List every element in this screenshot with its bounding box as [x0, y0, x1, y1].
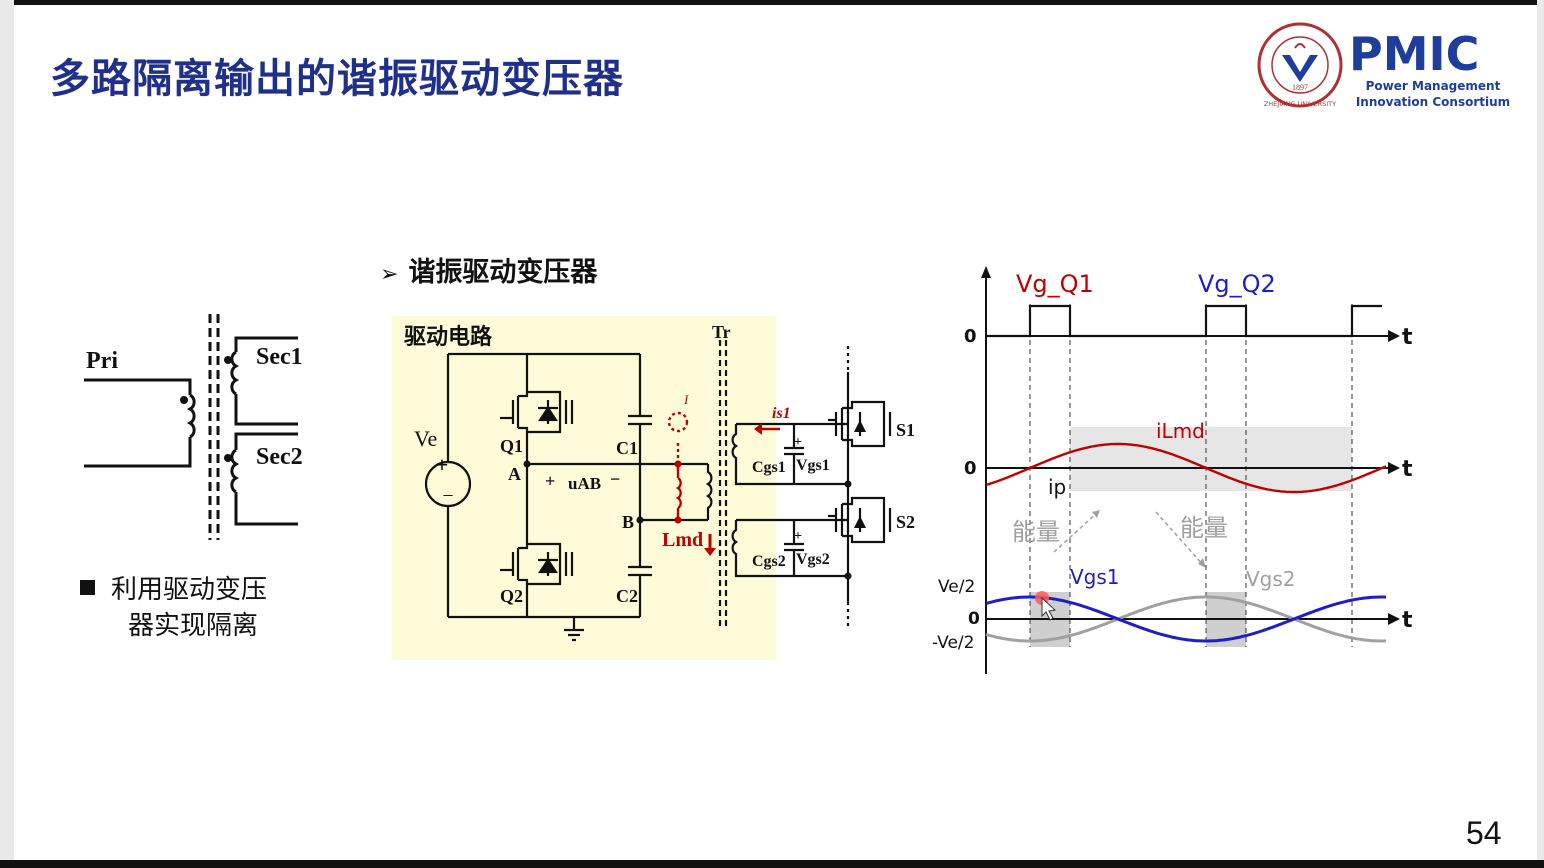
pmic-logo: 1897 ZHEJIANG UNIVERSITY PMIC Power Mana…: [1257, 22, 1510, 109]
svg-text:Ve: Ve: [414, 426, 437, 451]
arrow-bullet-icon: ➢: [380, 262, 399, 287]
svg-text:B: B: [622, 512, 634, 532]
svg-text:Vg_Q1: Vg_Q1: [1016, 270, 1094, 298]
timing-waveforms: Vg_Q1 Vg_Q2 0 0 0 Ve/2 -Ve/2 t t t iLmd …: [932, 266, 1413, 674]
svg-text:C1: C1: [616, 438, 638, 458]
svg-text:Vgs1: Vgs1: [1070, 565, 1120, 589]
svg-text:+: +: [794, 435, 802, 450]
vgs2-trace: [985, 595, 1387, 643]
svg-text:1897: 1897: [1292, 83, 1308, 92]
slide-title: 多路隔离输出的谐振驱动变压器: [50, 56, 624, 102]
svg-text:Lmd: Lmd: [662, 529, 703, 551]
svg-text:ZHEJIANG UNIVERSITY: ZHEJIANG UNIVERSITY: [1264, 100, 1336, 108]
svg-text:Cgs2: Cgs2: [752, 553, 786, 570]
svg-text:ip: ip: [1048, 475, 1066, 499]
svg-text:S2: S2: [896, 512, 915, 532]
dot-primary: [180, 396, 188, 404]
svg-text:能量: 能量: [1180, 514, 1228, 542]
right-margin: [1537, 0, 1544, 868]
svg-text:Vgs2: Vgs2: [1246, 567, 1296, 591]
svg-text:iLmd: iLmd: [1156, 419, 1205, 443]
svg-text:Innovation Consortium: Innovation Consortium: [1356, 95, 1510, 109]
left-margin: [0, 0, 14, 868]
resonant-drive-circuit: 驱动电路: [392, 316, 915, 660]
svg-text:t: t: [1402, 457, 1413, 482]
vgs1-trace: [985, 595, 1387, 643]
svg-text:Cgs1: Cgs1: [752, 459, 786, 476]
zju-seal-icon: 1897 ZHEJIANG UNIVERSITY: [1257, 22, 1343, 108]
svg-text:is1: is1: [772, 405, 791, 422]
svg-text:0: 0: [964, 458, 977, 479]
sec2-label: Sec2: [256, 444, 303, 470]
ilmd-trace: [985, 442, 1387, 494]
svg-text:S1: S1: [896, 420, 915, 440]
svg-text:0: 0: [968, 609, 980, 629]
dot-sec1: [224, 356, 232, 364]
square-bullet-icon: [80, 580, 95, 595]
primary-label: Pri: [86, 348, 118, 374]
svg-text:0: 0: [964, 326, 977, 347]
svg-text:Vgs1: Vgs1: [796, 457, 830, 474]
svg-text:t: t: [1402, 608, 1413, 633]
svg-text:Vg_Q2: Vg_Q2: [1198, 270, 1276, 298]
svg-text:Q2: Q2: [500, 586, 523, 606]
svg-text:C2: C2: [616, 586, 638, 606]
svg-text:uAB: uAB: [568, 474, 601, 493]
svg-text:−: −: [442, 485, 453, 507]
top-border: [0, 0, 1544, 5]
gate-pulse-trace: [986, 304, 1382, 338]
dot-sec2: [224, 454, 232, 462]
svg-text:I: I: [683, 392, 689, 407]
mouse-cursor-icon: [1041, 596, 1057, 621]
drive-circuit-title: 驱动电路: [404, 324, 493, 350]
section-heading: ➢谐振驱动变压器: [380, 257, 598, 288]
ilmd-shade: [1070, 427, 1352, 491]
svg-text:Tr: Tr: [712, 322, 731, 342]
svg-text:Vgs2: Vgs2: [796, 551, 830, 568]
svg-text:Power Management: Power Management: [1366, 79, 1501, 93]
isolation-note: 利用驱动变压 器实现隔离: [80, 572, 267, 644]
svg-text:t: t: [1402, 325, 1413, 350]
svg-text:+: +: [545, 471, 555, 491]
svg-text:−: −: [610, 469, 620, 489]
page-number: 54: [1466, 815, 1502, 851]
svg-text:Q1: Q1: [500, 436, 523, 456]
bottom-border: [0, 860, 1544, 868]
svg-text:A: A: [508, 464, 521, 484]
sec1-label: Sec1: [256, 344, 303, 370]
svg-text:能量: 能量: [1012, 518, 1060, 546]
multi-output-transformer-diagram: Pri Sec1 Sec2: [84, 314, 303, 540]
svg-text:+: +: [794, 529, 802, 544]
brand-text: PMIC: [1349, 27, 1479, 81]
svg-text:-Ve/2: -Ve/2: [932, 633, 974, 653]
svg-text:+: +: [436, 452, 449, 477]
svg-text:Ve/2: Ve/2: [938, 577, 975, 597]
